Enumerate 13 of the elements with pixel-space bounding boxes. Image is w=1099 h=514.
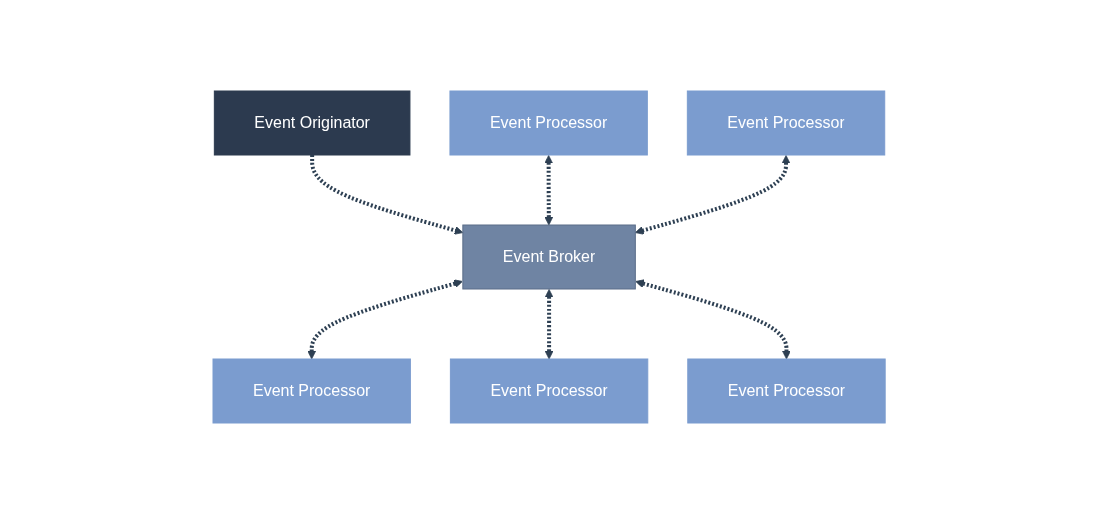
node-box: Event Broker xyxy=(462,224,637,290)
arrow xyxy=(307,279,464,360)
arrow xyxy=(635,279,792,360)
arrow xyxy=(545,289,554,360)
node-box: Event Processor xyxy=(212,358,412,424)
node-box: Event Processor xyxy=(687,90,886,156)
node-box: Event Originator xyxy=(214,90,411,156)
arrow xyxy=(310,155,464,235)
arrow xyxy=(544,155,554,226)
arrow xyxy=(635,155,791,235)
node-box: Event Processor xyxy=(687,358,887,424)
node-box: Event Processor xyxy=(450,358,649,424)
node-box: Event Processor xyxy=(449,90,649,156)
